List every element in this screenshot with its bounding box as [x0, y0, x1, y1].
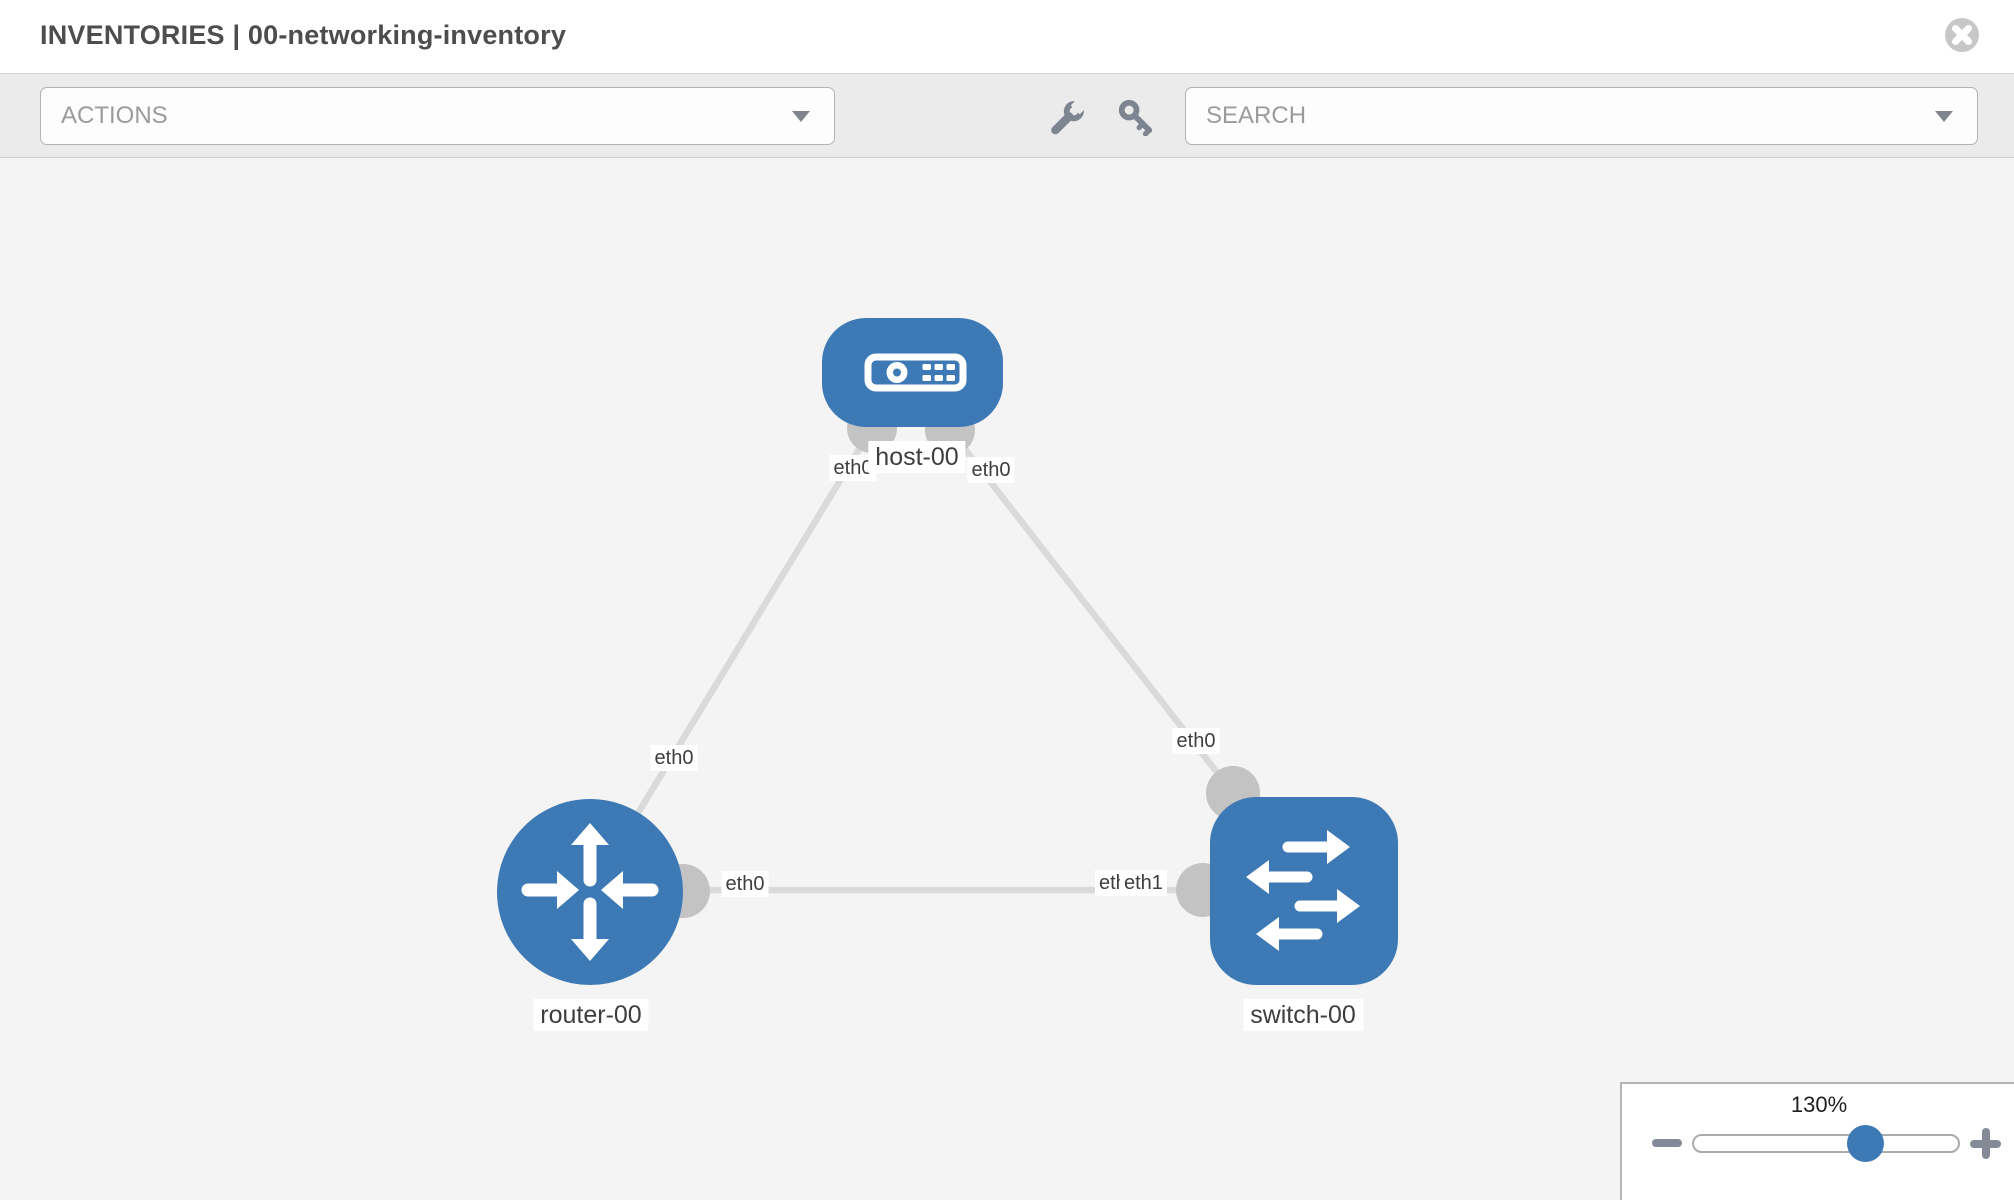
key-button[interactable]: [1117, 98, 1155, 137]
close-icon: [1945, 18, 1979, 52]
node-switch-00[interactable]: [1210, 797, 1398, 985]
close-button[interactable]: [1943, 16, 1981, 54]
zoom-in-button[interactable]: [1970, 1128, 2001, 1159]
switch-arrows-icon: [1246, 830, 1360, 951]
search-dropdown-label: SEARCH: [1206, 102, 1307, 129]
page-title: INVENTORIES | 00-networking-inventory: [40, 20, 567, 50]
interface-label: eth0: [967, 457, 1015, 483]
server-icon: [864, 353, 967, 392]
toolbar: ACTIONS SEARCH: [0, 73, 2014, 158]
zoom-control-panel: 130%: [1620, 1082, 2014, 1200]
interface-label: eth0: [650, 745, 698, 771]
zoom-level-text: 130%: [1790, 1092, 1848, 1117]
topology-canvas[interactable]: eth0 eth0 eth0 eth0 eth0 eth0 eth1 host-…: [0, 158, 2014, 1200]
chevron-down-icon: [1935, 111, 1953, 122]
chevron-down-icon: [792, 111, 810, 122]
wrench-icon: [1051, 96, 1089, 135]
search-dropdown[interactable]: SEARCH: [1185, 87, 1978, 145]
node-label-host: host-00: [868, 441, 966, 473]
node-router-00[interactable]: [497, 799, 683, 985]
interface-label: eth0: [721, 871, 769, 897]
header: INVENTORIES | 00-networking-inventory: [0, 0, 2014, 73]
interface-label: eth1: [1120, 870, 1167, 896]
zoom-slider-track[interactable]: [1692, 1134, 1960, 1153]
actions-dropdown[interactable]: ACTIONS: [40, 87, 835, 145]
node-label-router: router-00: [533, 999, 649, 1031]
node-host-00[interactable]: [822, 318, 1003, 427]
router-arrows-icon: [521, 823, 659, 961]
wrench-button[interactable]: [1048, 96, 1089, 136]
interface-label: eth0: [1172, 728, 1220, 754]
actions-dropdown-label: ACTIONS: [61, 102, 168, 129]
topology-graph: [497, 318, 1398, 985]
zoom-out-button[interactable]: [1652, 1139, 1682, 1147]
node-label-switch: switch-00: [1243, 999, 1363, 1031]
zoom-slider-thumb[interactable]: [1847, 1125, 1884, 1162]
plus-icon: [1981, 1128, 1990, 1159]
key-icon: [1118, 99, 1153, 137]
